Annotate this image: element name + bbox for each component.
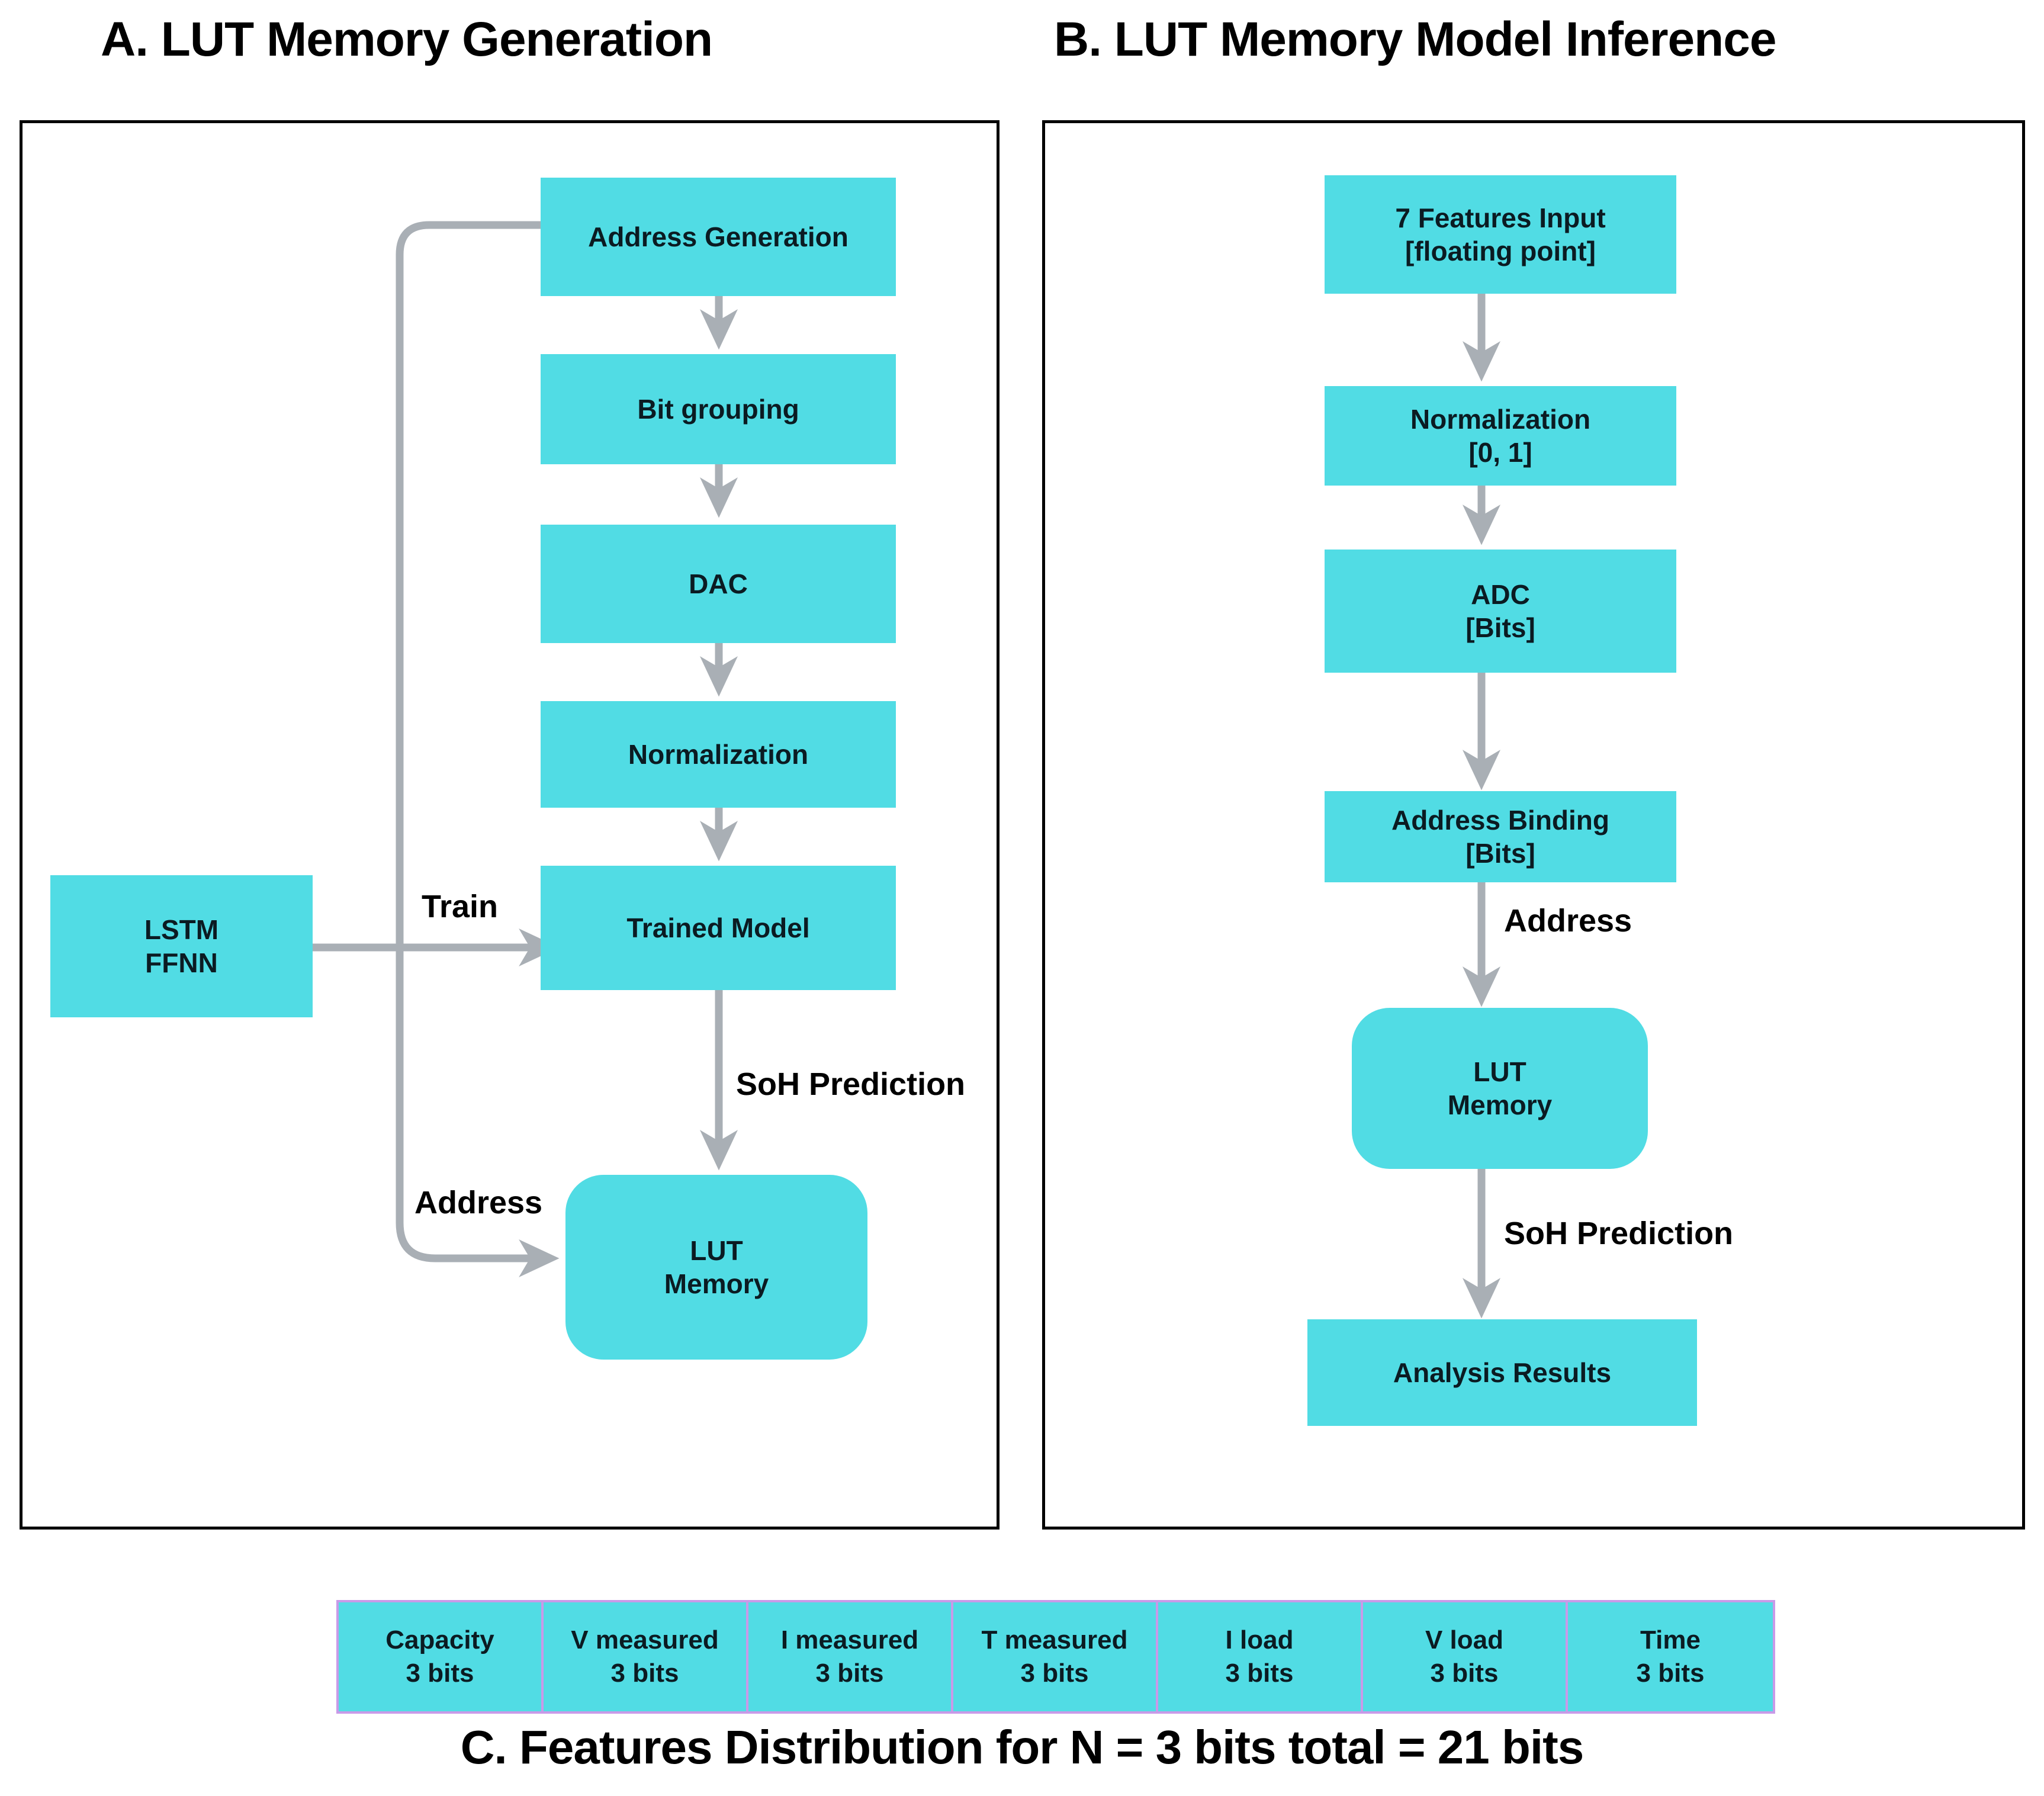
node-label: Normalization: [628, 738, 809, 770]
node-label: Analysis Results: [1393, 1357, 1612, 1388]
node-label-line2: [0, 1]: [1468, 437, 1532, 468]
feature-name: V load: [1425, 1625, 1504, 1654]
node-label-line1: LSTM: [144, 914, 219, 945]
edge-label-train: Train: [422, 889, 499, 924]
feature-bits: 3 bits: [406, 1659, 474, 1688]
node-label-line2: Memory: [664, 1268, 769, 1299]
node-label: DAC: [689, 568, 748, 599]
feature-bits: 3 bits: [1430, 1659, 1499, 1688]
feature-cell[interactable]: V load 3 bits: [1363, 1602, 1568, 1711]
node-label-line1: LUT: [1473, 1056, 1526, 1087]
node-address-generation[interactable]: Address Generation: [541, 178, 896, 296]
features-distribution-bar: Capacity 3 bits V measured 3 bits I meas…: [336, 1600, 1775, 1714]
node-trained-model[interactable]: Trained Model: [541, 866, 896, 990]
node-lut-memory-a[interactable]: LUT Memory: [565, 1175, 867, 1360]
feature-bits: 3 bits: [1225, 1659, 1294, 1688]
node-address-binding[interactable]: Address Binding [Bits]: [1325, 791, 1676, 882]
feature-name: I load: [1225, 1625, 1294, 1654]
node-label-line1: Normalization: [1410, 403, 1591, 435]
node-lstm-ffnn[interactable]: LSTM FFNN: [50, 875, 313, 1017]
panel-a-title: A. LUT Memory Generation: [101, 12, 713, 66]
feature-bits: 3 bits: [815, 1659, 884, 1688]
node-dac[interactable]: DAC: [541, 525, 896, 643]
node-label-line1: LUT: [690, 1235, 743, 1266]
feature-cell[interactable]: T measured 3 bits: [953, 1602, 1158, 1711]
feature-bits: 3 bits: [1020, 1659, 1089, 1688]
edge-label-soh-prediction-a: SoH Prediction: [736, 1066, 966, 1102]
node-normalization-b[interactable]: Normalization [0, 1]: [1325, 386, 1676, 486]
feature-cell[interactable]: I measured 3 bits: [748, 1602, 953, 1711]
node-label: Trained Model: [626, 912, 810, 943]
feature-bits: 3 bits: [610, 1659, 679, 1688]
node-label-line1: ADC: [1471, 579, 1530, 610]
node-label-line2: Memory: [1447, 1090, 1553, 1120]
node-label-line1: 7 Features Input: [1395, 202, 1606, 233]
feature-cell[interactable]: Time 3 bits: [1568, 1602, 1773, 1711]
feature-cell[interactable]: Capacity 3 bits: [339, 1602, 544, 1711]
node-analysis-results[interactable]: Analysis Results: [1307, 1319, 1697, 1426]
node-normalization-a[interactable]: Normalization: [541, 701, 896, 808]
edge-label-soh-prediction-b: SoH Prediction: [1504, 1216, 1734, 1251]
panel-c-caption: C. Features Distribution for N = 3 bits …: [460, 1721, 1584, 1773]
feature-name: I measured: [780, 1625, 919, 1654]
node-label-line2: [Bits]: [1465, 612, 1535, 643]
node-features-input[interactable]: 7 Features Input [floating point]: [1325, 175, 1676, 294]
panel-b-title: B. LUT Memory Model Inference: [1054, 12, 1776, 66]
feature-name: Capacity: [385, 1625, 494, 1654]
feature-bits: 3 bits: [1636, 1659, 1705, 1688]
node-label-line2: [floating point]: [1405, 236, 1596, 266]
feature-cell[interactable]: V measured 3 bits: [544, 1602, 748, 1711]
node-label: Bit grouping: [637, 393, 799, 425]
node-bit-grouping[interactable]: Bit grouping: [541, 354, 896, 464]
edge-label-address-a: Address: [414, 1185, 543, 1220]
edge-label-address-b: Address: [1504, 903, 1632, 939]
node-label-line2: FFNN: [145, 947, 218, 978]
feature-cell[interactable]: I load 3 bits: [1158, 1602, 1363, 1711]
feature-name: V measured: [571, 1625, 719, 1654]
feature-name: Time: [1640, 1625, 1701, 1654]
feature-name: T measured: [981, 1625, 1128, 1654]
node-label-line2: [Bits]: [1465, 838, 1535, 869]
node-label-line1: Address Binding: [1391, 804, 1610, 836]
node-adc[interactable]: ADC [Bits]: [1325, 550, 1676, 673]
node-label: Address Generation: [588, 221, 849, 252]
node-lut-memory-b[interactable]: LUT Memory: [1352, 1008, 1648, 1169]
